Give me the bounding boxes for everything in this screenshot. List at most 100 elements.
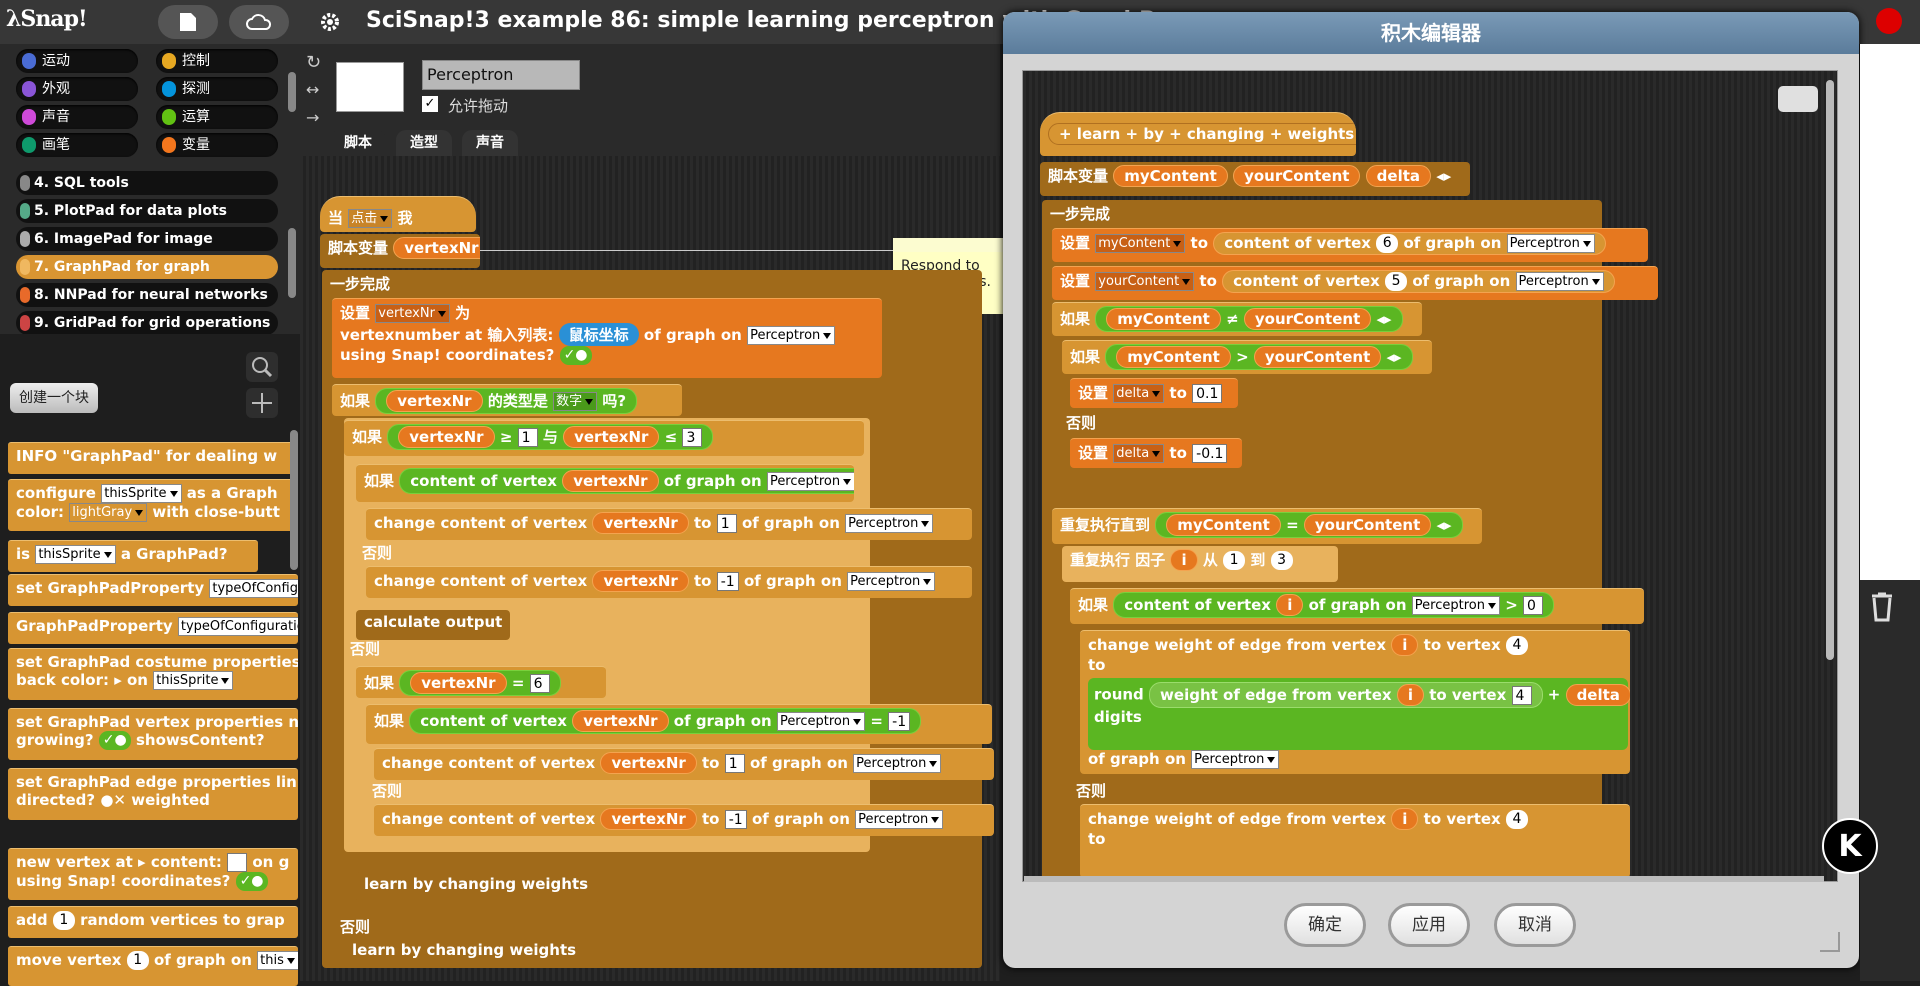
graph-dropdown[interactable]: Perceptron [855, 810, 944, 829]
num-input[interactable]: 3 [1270, 551, 1293, 570]
tab-scripts[interactable]: 脚本 [330, 130, 386, 156]
library-gridpad[interactable]: 9. GridPad for grid operations [16, 311, 278, 335]
var-vertexNr[interactable]: vertexNr [592, 570, 689, 592]
event-dropdown[interactable]: 点击 [348, 209, 393, 228]
num-input[interactable]: -1 [724, 810, 747, 829]
content-reporter[interactable]: content of vertex 6 of graph on Perceptr… [1213, 232, 1606, 255]
num-input[interactable]: 3 [682, 428, 703, 447]
var-i[interactable]: i [1391, 634, 1419, 656]
custom-block-hat[interactable]: + learn + by + changing + weights + [1040, 112, 1356, 156]
var-myContent[interactable]: myContent [1166, 514, 1281, 536]
num-input[interactable]: 4 [1505, 636, 1528, 655]
var-i[interactable]: i [1391, 808, 1419, 830]
tab-sounds[interactable]: 声音 [462, 130, 518, 156]
category-pen[interactable]: 画笔 [16, 133, 138, 157]
var-yourContent[interactable]: yourContent [1253, 346, 1382, 368]
if-content-block[interactable]: 如果 content of vertex vertexNr of graph o… [356, 464, 854, 502]
sprite-dropdown[interactable]: thisSprite [101, 484, 182, 503]
gt-block[interactable]: myContent > yourContent ◂▸ [1105, 344, 1413, 370]
settings-button[interactable] [300, 5, 360, 39]
set-delta-block[interactable]: 设置 delta to 0.1 [1070, 378, 1238, 408]
palette-block-move-vertex[interactable]: move vertex 1 of graph on this [8, 946, 298, 986]
type-dropdown[interactable]: 数字 [553, 392, 598, 411]
count-input[interactable]: 1 [52, 911, 75, 930]
cancel-button[interactable]: 取消 [1494, 903, 1576, 947]
num-input[interactable]: 6 [529, 674, 550, 693]
palette-block-add-random[interactable]: add 1 random vertices to grap [8, 906, 298, 938]
var-delta[interactable]: delta [1565, 683, 1630, 706]
type-check[interactable]: vertexNr 的类型是 数字 吗? [375, 388, 638, 414]
num-input[interactable]: 0.1 [1192, 384, 1223, 403]
num-input[interactable]: 1 [724, 754, 745, 773]
var-vertexNr[interactable]: vertexNr [600, 808, 697, 830]
editor-vscrollbar[interactable] [1826, 80, 1834, 660]
var-vertexNr[interactable]: vertexNr [600, 752, 697, 774]
graph-dropdown[interactable]: Perceptron [853, 754, 942, 773]
if-content-block[interactable]: 如果 content of vertex vertexNr of graph o… [366, 704, 992, 744]
add-block-button[interactable] [246, 388, 278, 418]
var-yourContent[interactable]: yourContent [1243, 308, 1372, 330]
palette-scrollbar[interactable] [290, 430, 298, 570]
category-scrollbar[interactable] [288, 72, 296, 112]
set-myContent-block[interactable]: 设置 myContent to content of vertex 6 of g… [1052, 228, 1648, 262]
num-input[interactable]: 1 [517, 428, 538, 447]
library-sql[interactable]: 4. SQL tools [16, 171, 278, 195]
neq-block[interactable]: myContent ≠ yourContent ◂▸ [1095, 306, 1403, 332]
prototype-block[interactable]: + learn + by + changing + weights + [1048, 123, 1356, 145]
var-vertexNr[interactable]: vertexNr [592, 512, 689, 534]
property-dropdown[interactable]: typeOfConfig [209, 579, 298, 598]
var-vertexNr[interactable]: vertexNr [398, 426, 495, 448]
if-neq-block[interactable]: 如果 myContent ≠ yourContent ◂▸ [1052, 302, 1422, 336]
repeat-until-block[interactable]: 重复执行直到 myContent = yourContent ◂▸ [1052, 508, 1482, 544]
stop-icon[interactable] [1876, 8, 1902, 34]
change-content-block[interactable]: change content of vertex vertexNr to -1 … [366, 566, 972, 598]
color-dropdown[interactable]: lightGray [69, 503, 148, 522]
var-vertexNr[interactable]: vertexNr [410, 672, 507, 694]
var-myContent[interactable]: myContent [1116, 346, 1231, 368]
change-content-block[interactable]: change content of vertex vertexNr to -1 … [374, 804, 994, 836]
toggle-on[interactable]: ✓● [98, 731, 131, 750]
var-yourContent[interactable]: yourContent [1233, 165, 1361, 187]
editor-hscrollbar[interactable] [1024, 876, 1824, 882]
var-dropdown[interactable]: myContent [1095, 234, 1186, 253]
var-yourContent[interactable]: yourContent [1303, 514, 1432, 536]
palette-block-set-property[interactable]: set GraphPadProperty typeOfConfig [8, 574, 298, 606]
sprite-dropdown[interactable]: this [257, 951, 298, 970]
gt-block[interactable]: content of vertex i of graph on Perceptr… [1113, 592, 1554, 618]
content-reporter[interactable]: content of vertex 5 of graph on Perceptr… [1222, 270, 1615, 293]
num-input[interactable]: 4 [1511, 686, 1532, 705]
num-input[interactable]: -0.1 [1192, 444, 1228, 463]
repeat-for-block[interactable]: 重复执行 因子 i 从 1 到 3 [1062, 546, 1338, 582]
var-dropdown[interactable]: delta [1113, 384, 1165, 403]
round-block[interactable]: round weight of edge from vertex i to ve… [1088, 678, 1630, 750]
search-button[interactable] [246, 352, 278, 382]
resize-handle[interactable] [1820, 932, 1840, 952]
num-input[interactable]: 1 [716, 514, 737, 533]
library-scrollbar[interactable] [288, 228, 296, 298]
num-input[interactable]: -1 [888, 712, 911, 731]
script-vars-block[interactable]: 脚本变量 vertexNr [320, 234, 480, 268]
learn-block[interactable]: learn by changing weights [344, 938, 588, 968]
apply-button[interactable]: 应用 [1388, 903, 1470, 947]
library-graphpad[interactable]: 7. GraphPad for graph operations [16, 255, 278, 299]
category-motion[interactable]: 运动 [16, 49, 138, 73]
ok-button[interactable]: 确定 [1284, 903, 1366, 947]
var-i[interactable]: i [1170, 549, 1198, 571]
and-block[interactable]: vertexNr ≥ 1 与 vertexNr ≤ 3 [387, 424, 714, 450]
script-vars-block[interactable]: 脚本变量 myContent yourContent delta ◂▸ [1040, 162, 1470, 196]
var-vertexNr[interactable]: vertexNr [562, 470, 659, 492]
if-type-block[interactable]: 如果 vertexNr 的类型是 数字 吗? [332, 384, 682, 416]
var-dropdown[interactable]: yourContent [1095, 272, 1195, 291]
graph-dropdown[interactable]: Perceptron [1411, 596, 1500, 615]
num-input[interactable]: 1 [1223, 551, 1246, 570]
var-dropdown[interactable]: vertexNr [375, 304, 450, 323]
keyboard-icon[interactable] [1778, 86, 1818, 112]
var-i[interactable]: i [1396, 684, 1424, 706]
var-myContent[interactable]: myContent [1106, 308, 1221, 330]
eq-block[interactable]: content of vertex vertexNr of graph on P… [409, 708, 922, 734]
category-looks[interactable]: 外观 [16, 77, 138, 101]
category-control[interactable]: 控制 [156, 49, 278, 73]
